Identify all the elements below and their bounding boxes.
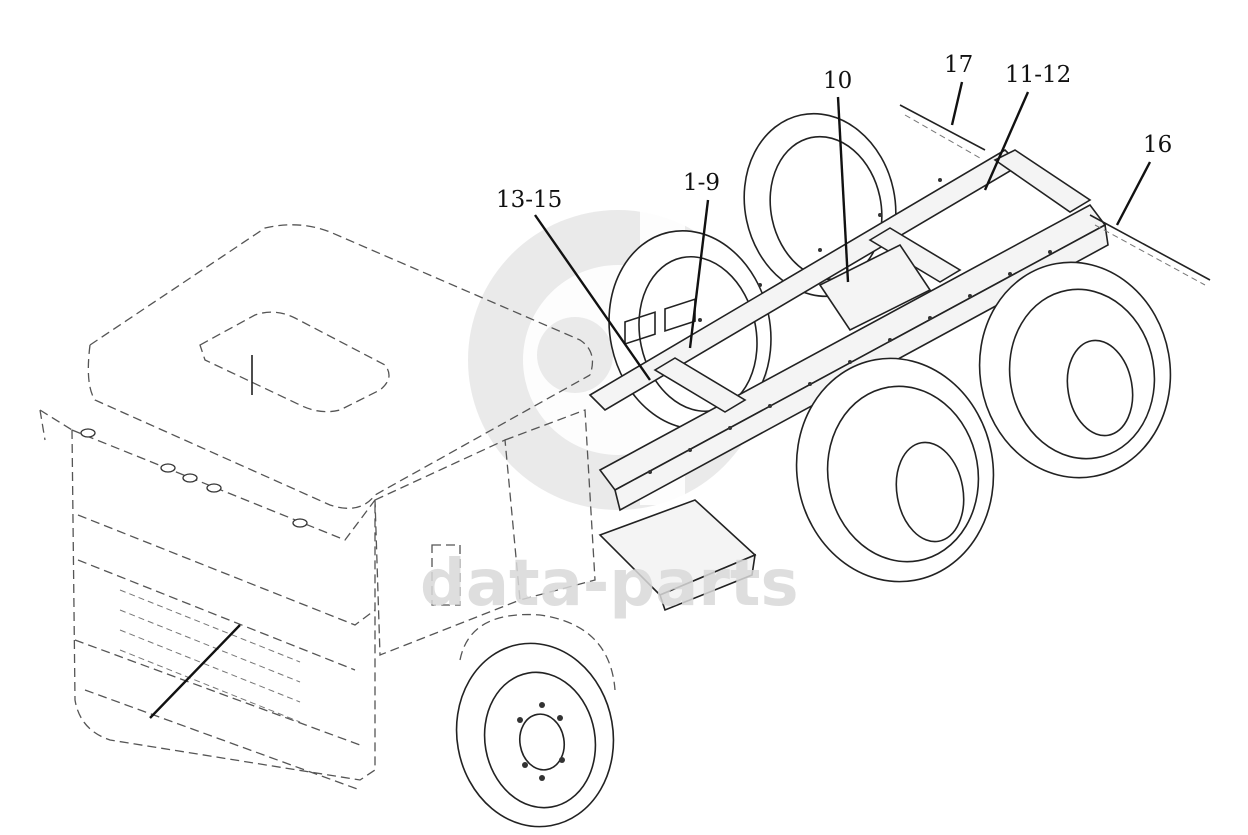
- callout-11-12: 11-12: [1005, 62, 1071, 88]
- callout-16: 16: [1143, 132, 1172, 158]
- leader-front: [149, 624, 241, 719]
- callout-13-15: 13-15: [496, 187, 562, 213]
- leader-13-15: [534, 214, 651, 381]
- callout-1-9: 1-9: [683, 170, 720, 196]
- leader-11-12: [983, 91, 1030, 191]
- leader-16: [1115, 161, 1152, 226]
- truck-cab: [39, 224, 596, 791]
- rear-axle-near-wheels: [795, 261, 1172, 583]
- leader-lines: [149, 81, 1152, 719]
- leader-10: [836, 96, 850, 283]
- battery-box: [598, 298, 757, 612]
- leader-17: [950, 81, 964, 126]
- leader-1-9: [688, 199, 710, 349]
- callout-17: 17: [944, 52, 973, 78]
- front-wheel: [455, 613, 616, 828]
- watermark-text: data-parts: [420, 547, 799, 621]
- callout-labels: 10 17 11-12 16 1-9 13-15: [496, 52, 1172, 213]
- callout-10: 10: [823, 68, 852, 94]
